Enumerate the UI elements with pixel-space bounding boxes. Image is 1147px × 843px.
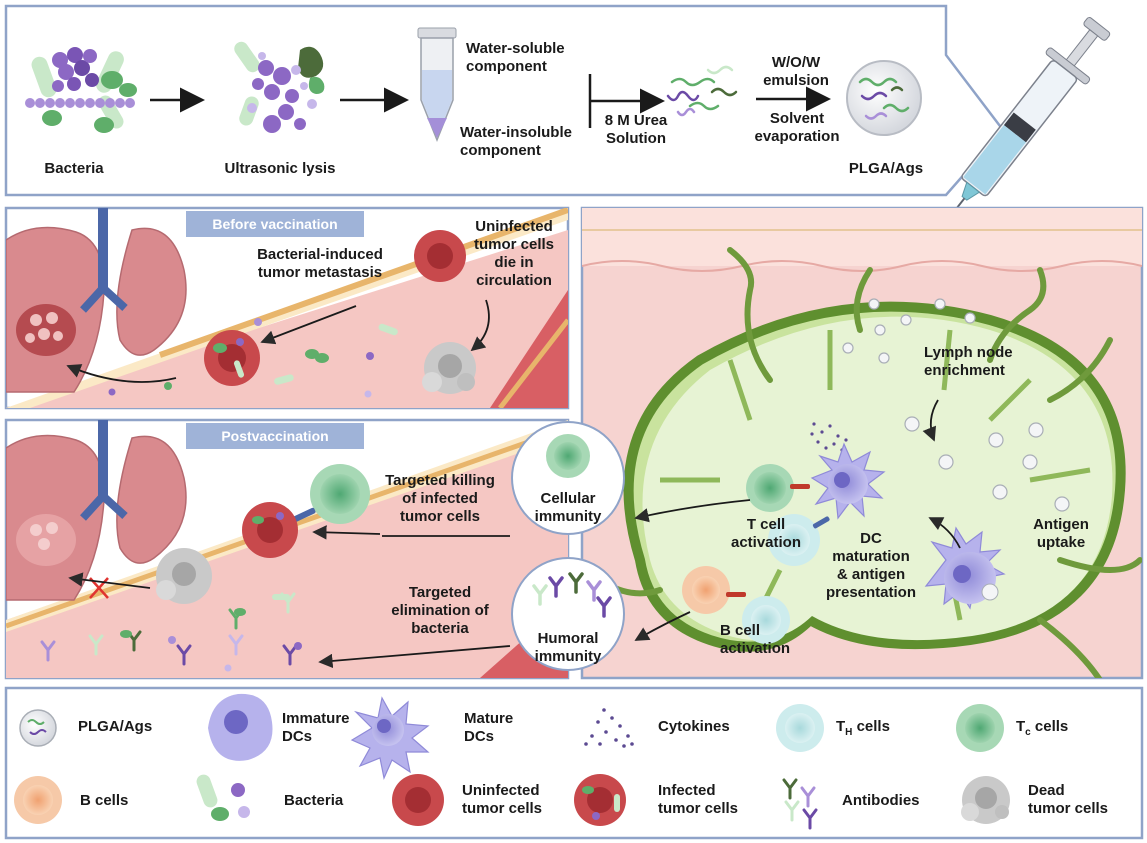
top-panel — [4, 4, 1005, 197]
antigen-strands-icon — [666, 65, 738, 117]
label-bacterial-induced-metastasis: Bacterial-induced tumor metastasis — [257, 246, 383, 281]
arrow-to-cellular — [634, 499, 751, 523]
label-antigen-uptake: Antigen uptake — [1033, 516, 1089, 551]
legend-dead-tumor-icon — [961, 776, 1010, 824]
label-plga-ags: PLGA/Ags — [848, 160, 924, 177]
legend-label-cytokines: Cytokines — [658, 718, 730, 735]
label-solvent-evaporation: Solvent evaporation — [754, 110, 840, 145]
label-water-soluble: Water-soluble component — [466, 40, 565, 75]
postvaccination-panel — [4, 418, 570, 680]
label-t-cell-activation: T cell activation — [730, 516, 802, 551]
legend-antibodies-icon — [782, 778, 818, 830]
free-bacteria-icon — [108, 318, 398, 398]
legend-immature-dc-icon — [208, 693, 273, 761]
legend-panel — [4, 686, 1144, 840]
legend-frame — [4, 686, 1144, 840]
legend-bacteria-icon — [196, 774, 250, 821]
lymph-node-panel — [580, 206, 1144, 680]
cytotoxic-t-cell-icon — [292, 464, 370, 524]
post-dead-tumor-cell-icon — [156, 548, 212, 604]
arrow-to-humoral — [634, 611, 691, 641]
arrow-uptake — [928, 517, 961, 549]
legend-label-plga: PLGA/Ags — [78, 718, 153, 735]
label-bacteria: Bacteria — [44, 160, 104, 177]
label-dc-maturation: DC maturation & antigen presentation — [825, 530, 916, 601]
bacteria-cluster-icon — [25, 47, 137, 133]
plga-particles-group — [842, 298, 1070, 512]
label-urea-solution: 8 M Urea Solution — [604, 112, 668, 147]
bracket-connector — [588, 74, 665, 128]
antigen-uptake-dc-icon — [924, 526, 1006, 610]
humoral-immunity-circle — [511, 557, 625, 671]
label-cellular-immunity: Cellular immunity — [534, 490, 602, 525]
activated-th-cell-icon — [768, 514, 830, 566]
centrifuge-tube-icon — [417, 27, 457, 143]
legend-uninfected-tumor-icon — [392, 774, 444, 826]
post-infected-tumor-cell-icon — [242, 502, 298, 558]
legend-label-b-cells: B cells — [80, 792, 129, 809]
legend-plga-icon — [19, 709, 57, 747]
legend-th-cell-icon — [776, 704, 824, 752]
legend-tc-cell-icon — [956, 704, 1004, 752]
post-bacteria-icon — [120, 594, 302, 672]
arrow-enrichment — [922, 399, 939, 442]
post-lungs-icon — [6, 420, 187, 601]
label-targeted-elimination: Targeted elimination of bacteria — [391, 584, 489, 637]
before-vaccination-tag: Before vaccination — [186, 211, 364, 237]
postvaccination-tag: Postvaccination — [186, 423, 364, 449]
label-emulsion: W/O/W emulsion — [763, 54, 829, 89]
legend-mature-dc-icon — [350, 696, 430, 780]
cellular-immunity-circle — [511, 421, 625, 535]
uninfected-tumor-cell-icon — [414, 230, 466, 282]
legend-label-antibodies: Antibodies — [842, 792, 920, 809]
activated-b-cell-icon — [682, 566, 746, 614]
legend-label-tc-cells: Tc cells — [1016, 718, 1069, 738]
label-humoral-immunity: Humoral immunity — [534, 630, 602, 665]
mature-dc-icon — [810, 442, 886, 520]
label-lymph-node-enrichment: Lymph node enrichment — [924, 344, 1013, 379]
label-water-insoluble: Water-insoluble component — [460, 124, 572, 159]
infected-tumor-cell-icon — [204, 330, 260, 386]
legend-label-th-cells: TH cells — [836, 718, 890, 738]
legend-cytokines-icon — [584, 708, 634, 748]
legend-label-bacteria: Bacteria — [284, 792, 344, 809]
legend-b-cell-icon — [14, 776, 62, 824]
lysed-bacteria-icon — [234, 41, 325, 133]
legend-infected-tumor-icon — [574, 774, 626, 826]
legend-label-infected: Infected tumor cells — [658, 782, 739, 817]
label-targeted-killing: Targeted killing of infected tumor cells — [385, 472, 495, 525]
legend-label-mature-dcs: Mature DCs — [464, 710, 514, 745]
arrow-humoral-to-bacteria — [318, 645, 511, 669]
syringe-icon — [910, 17, 1111, 267]
lungs-icon — [6, 208, 187, 393]
before-vaccination-panel — [4, 206, 570, 410]
label-b-cell-activation: B cell activation — [720, 622, 791, 657]
b-activation-th-cell-icon — [742, 596, 790, 644]
post-antibodies-icon — [40, 592, 298, 666]
label-ultrasonic-lysis: Ultrasonic lysis — [224, 160, 336, 177]
plga-nanoparticle-icon — [846, 60, 922, 136]
legend-label-dead: Dead tumor cells — [1028, 782, 1109, 817]
dead-tumor-cell-icon — [422, 342, 476, 394]
legend-label-uninfected: Uninfected tumor cells — [462, 782, 543, 817]
activated-tc-cell-icon — [746, 464, 810, 512]
label-uninfected-die: Uninfected tumor cells die in circulatio… — [473, 218, 555, 289]
legend-label-immature-dcs: Immature DCs — [282, 710, 350, 745]
